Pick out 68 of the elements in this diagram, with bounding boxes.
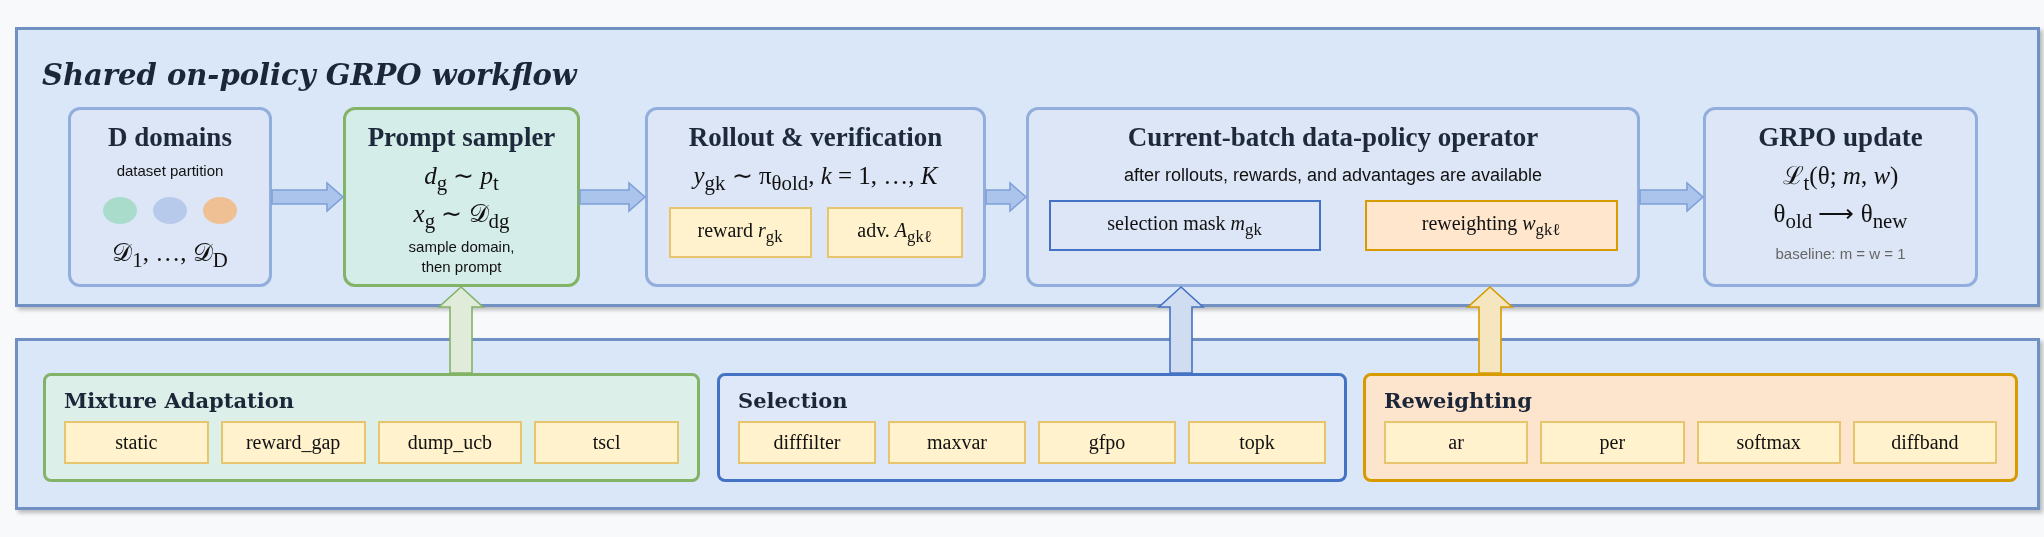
- chip-label: diffband: [1891, 431, 1959, 454]
- chip-label: reward r$_{gk}$: [697, 218, 783, 247]
- note-text: dataset partition: [116, 161, 224, 181]
- box-title: Rollout & verification: [688, 122, 943, 153]
- chip-label: gfpo: [1088, 431, 1126, 454]
- option-chip: [668, 207, 812, 259]
- math-formula: d$_{g}$ ∼ p$_{t}$: [424, 161, 499, 197]
- math-formula: ℒ$_{t}$(θ; m, w): [1782, 161, 1899, 197]
- chip-label: tscl: [592, 431, 621, 454]
- chip-label: softmax: [1736, 431, 1801, 454]
- note-text: after rollouts, rewards, and advantages are available: [1123, 165, 1543, 186]
- chip-label: reweighting w$_{gkℓ}$: [1421, 211, 1561, 240]
- process-box: [68, 107, 272, 287]
- math-formula: θ$_{old}$ ⟶ θ$_{new}$: [1773, 199, 1908, 236]
- option-chip: [738, 421, 876, 464]
- group-title: Mixture Adaptation: [64, 388, 294, 413]
- option-chip: [1540, 421, 1685, 464]
- block-arrow: [985, 181, 1028, 213]
- chip-label: reward_gap: [245, 431, 341, 454]
- chip-label: topk: [1239, 431, 1275, 454]
- note-text: sample domain, then prompt: [407, 237, 516, 277]
- option-chip: [1038, 421, 1176, 464]
- chip-label: per: [1599, 431, 1626, 454]
- box-title: GRPO update: [1758, 122, 1923, 153]
- option-chip: [1384, 421, 1529, 464]
- chip-label: difffilter: [773, 431, 841, 454]
- chip-label: maxvar: [927, 431, 987, 454]
- box-title: D domains: [108, 122, 232, 153]
- box-title: Prompt sampler: [367, 122, 556, 153]
- option-chip: [220, 421, 366, 464]
- math-formula: x$_{g}$ ∼ 𝒟$_{dg}$: [413, 199, 510, 236]
- process-box: [645, 107, 986, 287]
- option-chip: [64, 421, 209, 464]
- option-chip: [1048, 200, 1321, 251]
- process-box: [1703, 107, 1978, 287]
- option-chip: [377, 421, 523, 464]
- process-box: [343, 107, 580, 287]
- chip-label: static: [115, 431, 158, 454]
- note-text: baseline: m = w = 1: [1775, 245, 1906, 263]
- panel: [15, 27, 2040, 307]
- option-chip: [888, 421, 1026, 464]
- math-formula: 𝒟$_{1}$, …, 𝒟$_{D}$: [112, 237, 228, 274]
- option-chip: [534, 421, 679, 464]
- option-chip: [826, 207, 963, 259]
- block-arrow: [579, 181, 647, 213]
- chip-label: selection mask m$_{gk}$: [1107, 211, 1262, 240]
- block-arrow: [436, 285, 486, 374]
- option-chip: [1188, 421, 1326, 464]
- option-chip: [1696, 421, 1841, 464]
- group-panel: [717, 373, 1347, 482]
- process-box: [1026, 107, 1640, 287]
- option-chip: [1364, 200, 1618, 251]
- math-formula: y$_{gk}$ ∼ π$_{θold}$, k = 1, …, K: [693, 161, 938, 197]
- panel: [15, 338, 2040, 510]
- group-panel: [43, 373, 700, 482]
- box-title: Current-batch data-policy operator: [1127, 122, 1539, 153]
- group-title: Selection: [738, 388, 848, 413]
- panel-title: Shared on-policy GRPO workflow: [42, 58, 579, 92]
- block-arrow: [1639, 181, 1705, 213]
- block-arrow: [1156, 285, 1206, 374]
- option-chip: [1852, 421, 1997, 464]
- chip-label: adv. A$_{gkℓ}$: [857, 218, 932, 247]
- group-title: Reweighting: [1384, 388, 1532, 413]
- block-arrow: [1465, 285, 1515, 374]
- chip-label: ar: [1448, 431, 1464, 454]
- group-panel: [1363, 373, 2018, 482]
- chip-label: dump_ucb: [407, 431, 493, 454]
- block-arrow: [271, 181, 345, 213]
